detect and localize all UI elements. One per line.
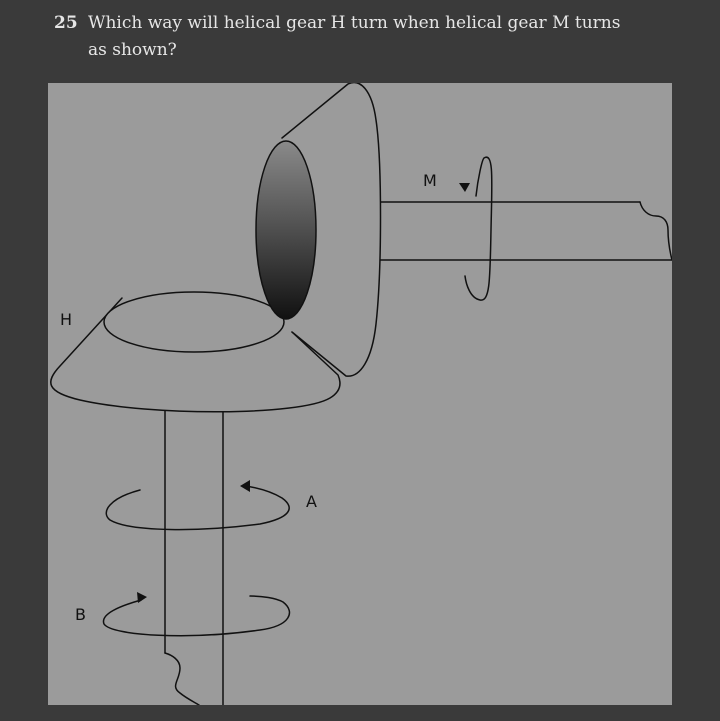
- arrowhead-m: [459, 183, 470, 192]
- label-gear-m: M: [423, 171, 437, 190]
- gear-h: [50, 291, 341, 413]
- shaft-m: [377, 201, 672, 261]
- gear-diagram: H M A B: [48, 83, 672, 705]
- arrowhead-a: [240, 480, 250, 492]
- rotation-arrow-a: [105, 485, 290, 531]
- shaft-h: [164, 409, 224, 705]
- label-option-a: A: [306, 492, 317, 511]
- gear-m: [255, 83, 382, 377]
- rotation-arrow-b: [102, 595, 291, 637]
- question-text: Which way will helical gear H turn when …: [88, 13, 621, 60]
- label-gear-h: H: [60, 310, 72, 329]
- question-number: 25: [54, 13, 78, 33]
- arrowhead-b: [137, 592, 147, 603]
- rotation-arrow-m: [464, 156, 493, 301]
- label-option-b: B: [75, 605, 86, 624]
- gear-diagram-svg: H M A B: [50, 83, 672, 705]
